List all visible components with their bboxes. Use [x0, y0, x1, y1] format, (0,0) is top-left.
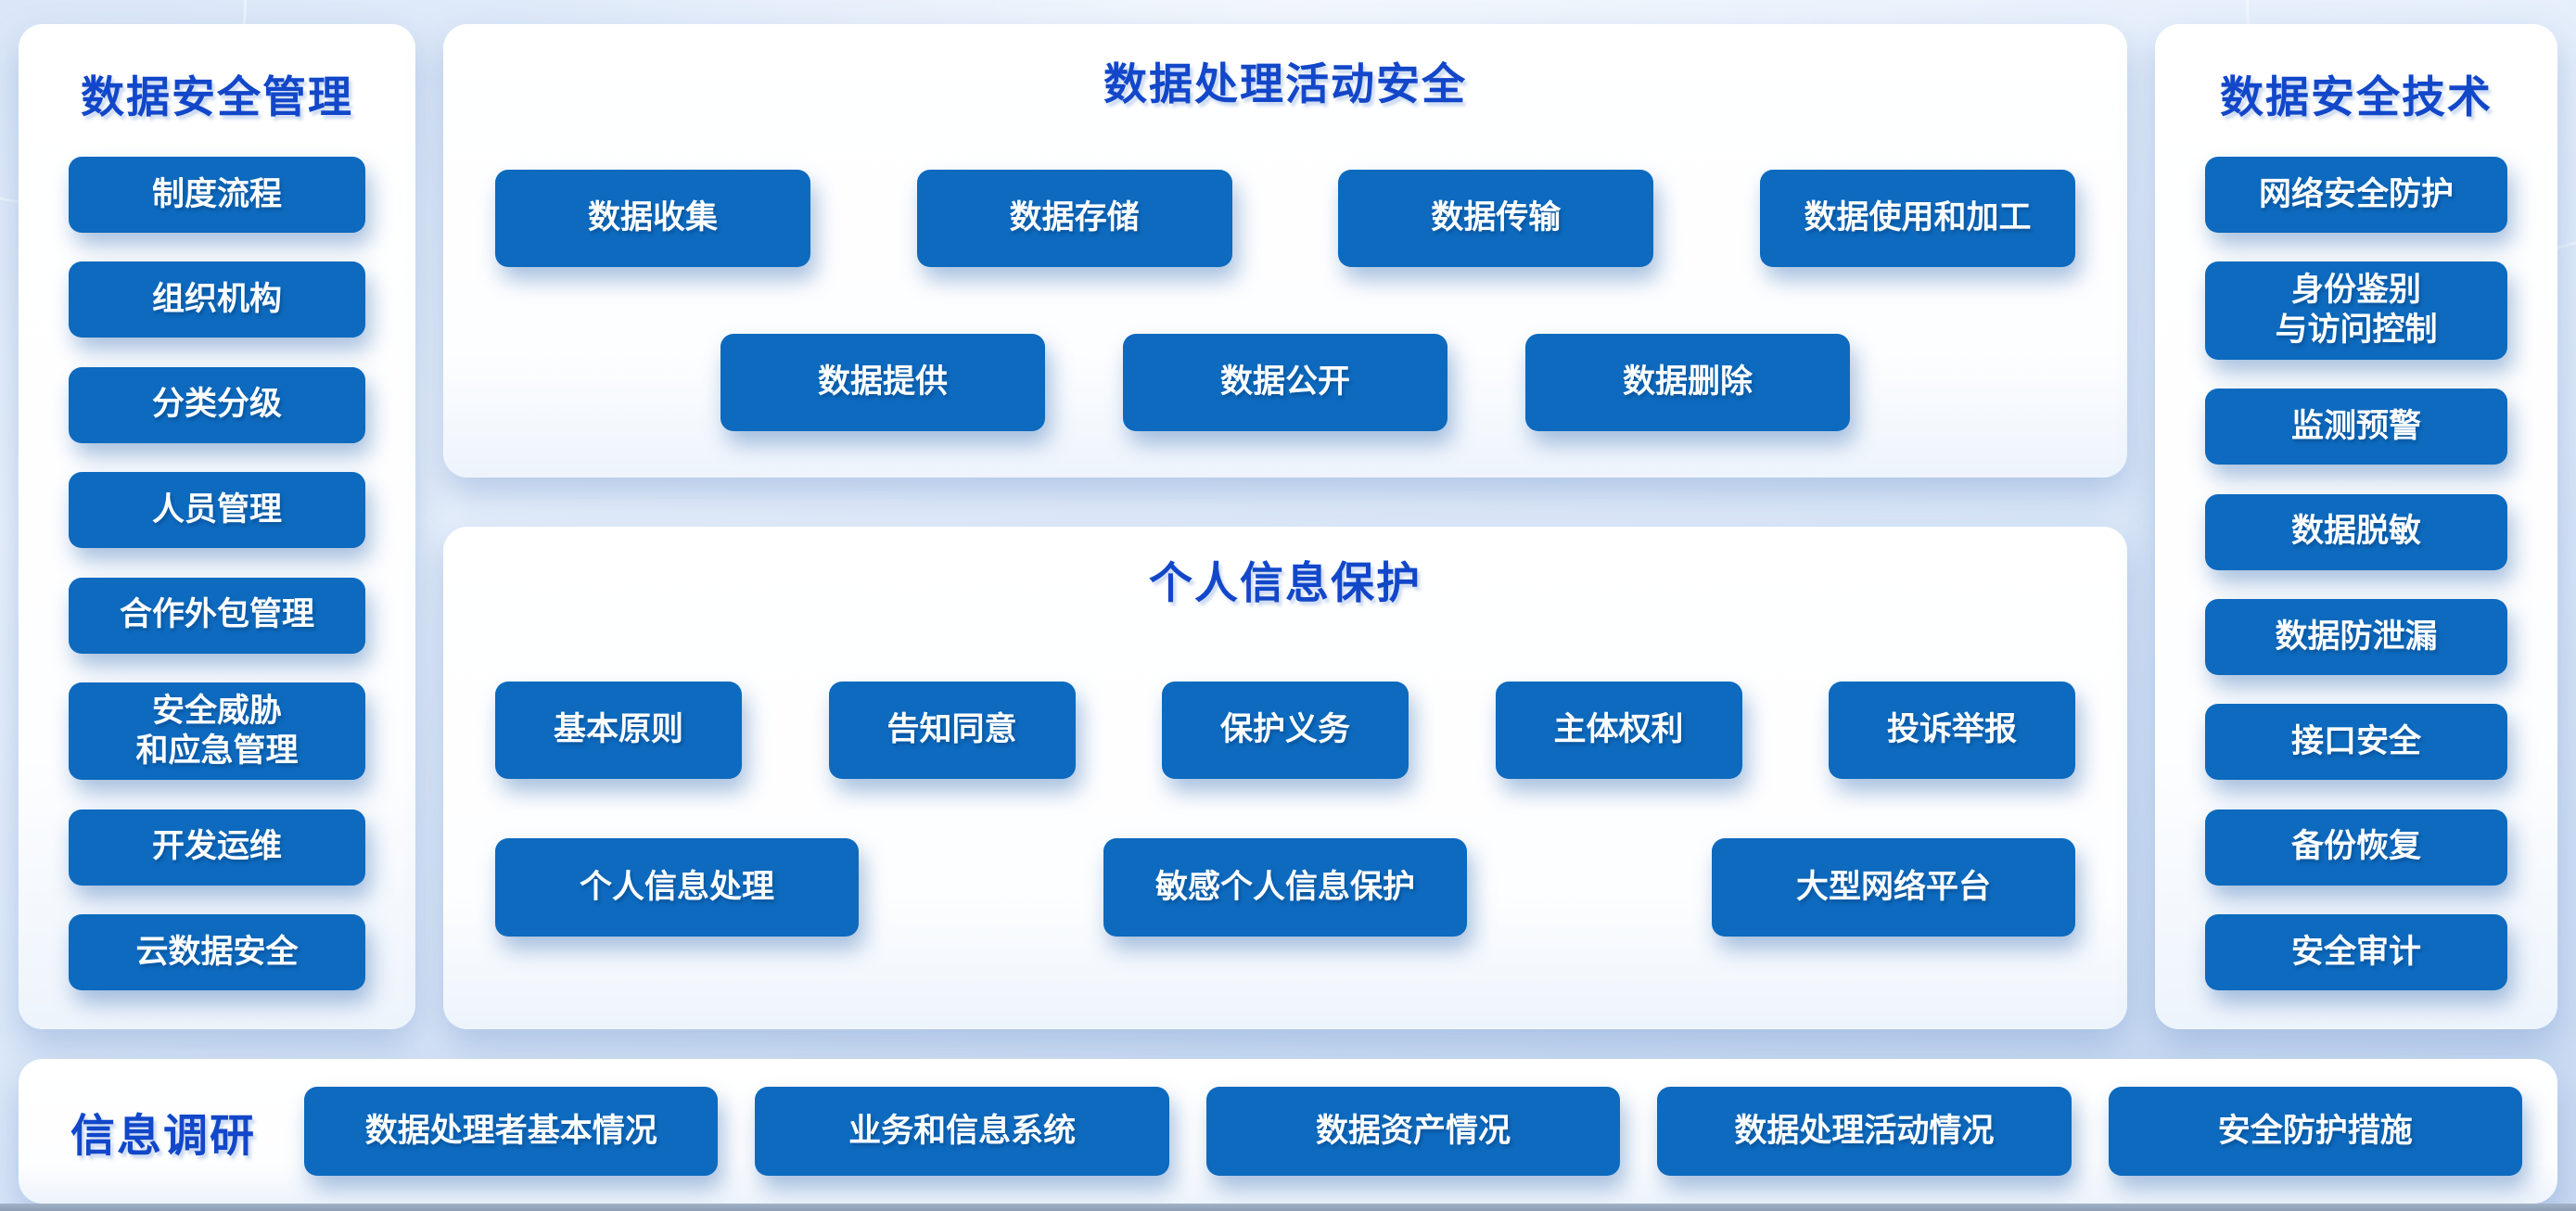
category-button[interactable]: 分类分级: [69, 366, 365, 443]
top-panel-title: 数据处理活动安全: [1103, 59, 1467, 108]
category-button[interactable]: 安全威胁 和应急管理: [69, 682, 365, 781]
top-panel-row-2: 数据提供 数据公开 数据删除: [495, 334, 2075, 431]
layout-grid: 数据安全管理 制度流程 组织机构 分类分级 人员管理 合作外包管理 安全威胁 和…: [19, 24, 2557, 1204]
category-button[interactable]: 身份鉴别 与访问控制: [2205, 261, 2507, 360]
category-button[interactable]: 数据删除: [1525, 334, 1850, 431]
left-panel-items: 制度流程 组织机构 分类分级 人员管理 合作外包管理 安全威胁 和应急管理 开发…: [69, 157, 365, 990]
panel-data-security-technology: 数据安全技术 网络安全防护 身份鉴别 与访问控制 监测预警 数据脱敏 数据防泄漏…: [2155, 24, 2557, 1029]
category-button[interactable]: 告知同意: [828, 682, 1076, 779]
category-button[interactable]: 基本原则: [495, 682, 742, 779]
category-button[interactable]: 保护义务: [1162, 682, 1409, 779]
category-button[interactable]: 敏感个人信息保护: [1103, 838, 1467, 937]
mid-panel-title: 个人信息保护: [1149, 558, 1422, 607]
right-panel-title: 数据安全技术: [2220, 72, 2493, 121]
category-button[interactable]: 数据存储: [916, 170, 1232, 267]
category-button[interactable]: 备份恢复: [2205, 809, 2507, 886]
category-button[interactable]: 数据使用和加工: [1759, 170, 2075, 267]
category-button[interactable]: 安全防护措施: [2108, 1087, 2522, 1176]
category-button[interactable]: 监测预警: [2205, 389, 2507, 465]
category-button[interactable]: 合作外包管理: [69, 577, 365, 654]
category-button[interactable]: 接口安全: [2205, 704, 2507, 781]
panel-information-research: 信息调研 数据处理者基本情况 业务和信息系统 数据资产情况 数据处理活动情况 安…: [19, 1059, 2557, 1204]
left-panel-title: 数据安全管理: [81, 72, 353, 121]
category-button[interactable]: 云数据安全: [69, 914, 365, 990]
category-button[interactable]: 数据脱敏: [2205, 493, 2507, 570]
category-button[interactable]: 开发运维: [69, 809, 365, 886]
bottom-edge-strip: [0, 1204, 2576, 1211]
category-button[interactable]: 人员管理: [69, 472, 365, 549]
category-button[interactable]: 数据处理活动情况: [1657, 1087, 2072, 1176]
panel-data-processing-activity-security: 数据处理活动安全 数据收集 数据存储 数据传输 数据使用和加工 数据提供 数据公…: [443, 24, 2127, 478]
category-button[interactable]: 数据处理者基本情况: [304, 1087, 719, 1176]
center-column: 数据处理活动安全 数据收集 数据存储 数据传输 数据使用和加工 数据提供 数据公…: [443, 24, 2127, 1029]
panel-data-security-management: 数据安全管理 制度流程 组织机构 分类分级 人员管理 合作外包管理 安全威胁 和…: [19, 24, 415, 1029]
category-button[interactable]: 数据收集: [495, 170, 810, 267]
category-button[interactable]: 数据提供: [721, 334, 1045, 431]
panel-personal-information-protection: 个人信息保护 基本原则 告知同意 保护义务 主体权利 投诉举报 个人信息处理 敏…: [443, 527, 2127, 1029]
category-button[interactable]: 数据防泄漏: [2205, 598, 2507, 675]
category-button[interactable]: 制度流程: [69, 157, 365, 233]
right-panel-items: 网络安全防护 身份鉴别 与访问控制 监测预警 数据脱敏 数据防泄漏 接口安全 备…: [2205, 157, 2507, 990]
category-button[interactable]: 主体权利: [1495, 682, 1742, 779]
category-button[interactable]: 网络安全防护: [2205, 157, 2507, 233]
mid-panel-row-1: 基本原则 告知同意 保护义务 主体权利 投诉举报: [495, 682, 2075, 779]
category-button[interactable]: 大型网络平台: [1712, 838, 2075, 937]
category-button[interactable]: 数据公开: [1123, 334, 1447, 431]
category-button[interactable]: 数据资产情况: [1205, 1087, 1621, 1176]
mid-panel-row-2: 个人信息处理 敏感个人信息保护 大型网络平台: [495, 838, 2075, 937]
top-panel-row-1: 数据收集 数据存储 数据传输 数据使用和加工: [495, 170, 2075, 267]
bottom-panel-title: 信息调研: [70, 1112, 257, 1161]
category-button[interactable]: 业务和信息系统: [755, 1087, 1169, 1176]
category-button[interactable]: 安全审计: [2205, 914, 2507, 990]
category-button[interactable]: 数据传输: [1338, 170, 1654, 267]
category-button[interactable]: 投诉举报: [1829, 682, 2075, 779]
category-button[interactable]: 组织机构: [69, 261, 365, 338]
category-button[interactable]: 个人信息处理: [495, 838, 859, 937]
